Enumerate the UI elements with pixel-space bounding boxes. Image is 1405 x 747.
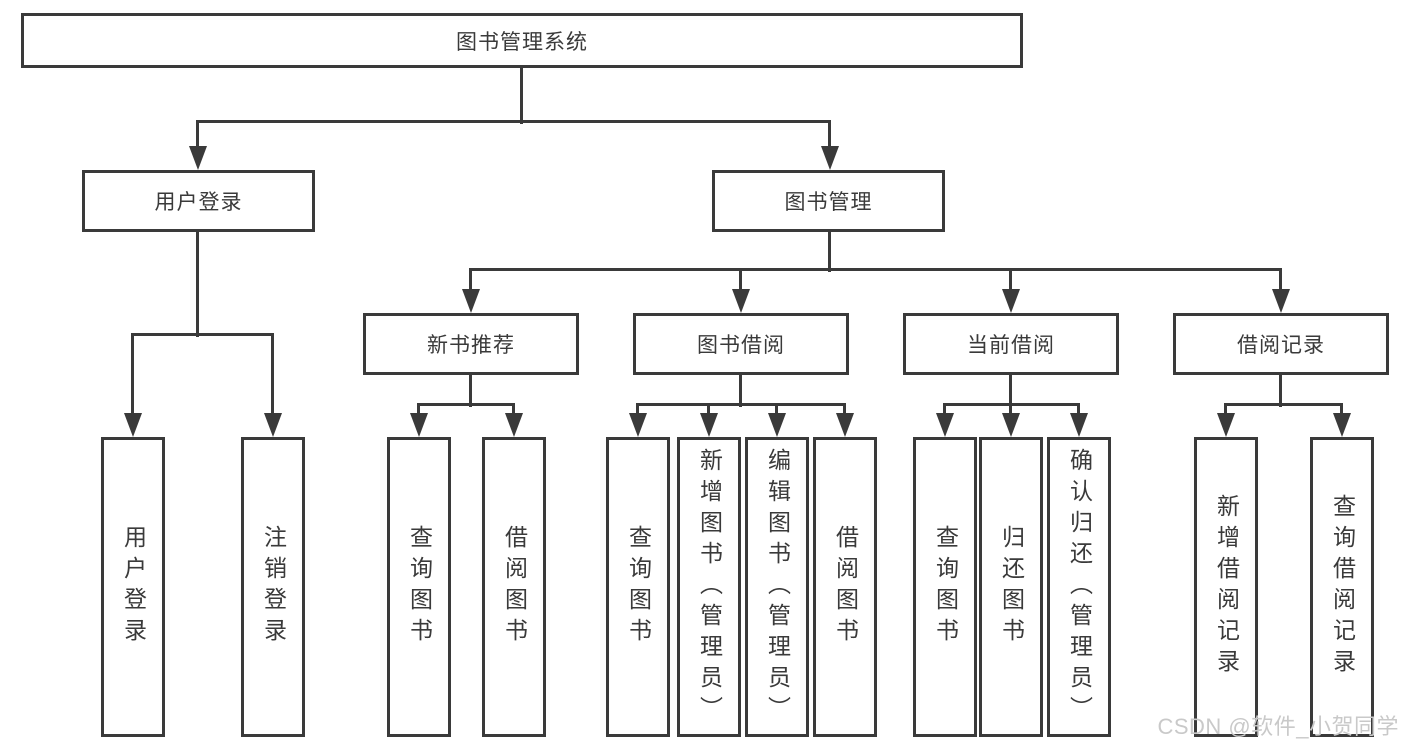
connector-line [131,335,134,420]
connector-line [271,335,274,420]
connector-line [196,120,831,123]
arrow-down-icon [1272,289,1290,313]
node-borrow-books-recommend: 借阅图书 [482,437,546,737]
arrow-down-icon [462,289,480,313]
arrow-down-icon [732,289,750,313]
arrow-down-icon [836,413,854,437]
connector-line [131,333,274,336]
connector-line [636,405,639,420]
node-label: 新增借阅记录 [1213,494,1240,680]
connector-line [636,403,846,406]
arrow-down-icon [629,413,647,437]
connector-line [739,270,742,296]
node-book-management-branch: 图书管理 [712,170,945,232]
connector-line [469,268,1282,271]
arrow-down-icon [189,146,207,170]
node-user-login-leaf: 用户登录 [101,437,165,737]
node-label: 查询图书 [932,525,959,649]
connector-line [1279,270,1282,296]
node-edit-books-admin: 编辑图书（管理员） [745,437,809,737]
node-query-books-current: 查询图书 [913,437,977,737]
connector-line [828,122,831,152]
arrow-down-icon [1070,413,1088,437]
connector-line [1009,405,1012,420]
connector-line [1009,270,1012,296]
arrow-down-icon [1002,289,1020,313]
node-label: 编辑图书（管理员） [764,447,791,727]
node-label: 借阅记录 [1237,334,1325,357]
node-label: 归还图书 [998,525,1025,649]
node-logout: 注销登录 [241,437,305,737]
node-return-books: 归还图书 [979,437,1043,737]
connector-line [417,405,420,420]
arrow-down-icon [1217,413,1235,437]
connector-line [707,405,710,420]
node-user-login-branch: 用户登录 [82,170,315,232]
connector-line [775,405,778,420]
node-label: 确认归还（管理员） [1066,447,1093,727]
connector-line [417,403,515,406]
connector-line [1077,405,1080,420]
arrow-down-icon [410,413,428,437]
arrow-down-icon [936,413,954,437]
node-label: 图书借阅 [697,334,785,357]
connector-line [1340,405,1343,420]
node-label: 当前借阅 [967,334,1055,357]
connector-line [843,405,846,420]
connector-line [943,403,1080,406]
node-label: 查询借阅记录 [1329,494,1356,680]
connector-line [196,232,199,337]
node-label: 借阅图书 [832,525,859,649]
node-new-book-recommend: 新书推荐 [363,313,579,375]
node-label: 查询图书 [625,525,652,649]
connector-line [1224,403,1343,406]
node-library-management-system: 图书管理系统 [21,13,1023,68]
connector-line [469,375,472,407]
node-label: 借阅图书 [501,525,528,649]
csdn-watermark: CSDN @软件_小贺同学 [1157,714,1399,739]
node-label: 查询图书 [406,525,433,649]
arrow-down-icon [1333,413,1351,437]
node-label: 新书推荐 [427,334,515,357]
node-borrow-books-leaf: 借阅图书 [813,437,877,737]
connector-line [1009,375,1012,407]
node-confirm-return-admin: 确认归还（管理员） [1047,437,1111,737]
node-label: 图书管理系统 [456,30,588,54]
node-current-borrowing: 当前借阅 [903,313,1119,375]
arrow-down-icon [700,413,718,437]
node-add-borrow-record: 新增借阅记录 [1194,437,1258,737]
node-label: 用户登录 [120,525,147,649]
connector-line [520,68,523,124]
node-query-books-recommend: 查询图书 [387,437,451,737]
node-borrow-records: 借阅记录 [1173,313,1389,375]
node-label: 注销登录 [260,525,287,649]
connector-line [828,232,831,272]
node-label: 用户登录 [154,191,243,214]
connector-line [512,405,515,420]
node-query-borrow-record: 查询借阅记录 [1310,437,1374,737]
connector-line [469,270,472,296]
arrow-down-icon [505,413,523,437]
arrow-down-icon [1002,413,1020,437]
arrow-down-icon [124,413,142,437]
connector-line [943,405,946,420]
node-query-books-borrowing: 查询图书 [606,437,670,737]
arrow-down-icon [821,146,839,170]
arrow-down-icon [264,413,282,437]
node-label: 新增图书（管理员） [696,447,723,727]
arrow-down-icon [768,413,786,437]
node-add-books-admin: 新增图书（管理员） [677,437,741,737]
node-book-borrowing: 图书借阅 [633,313,849,375]
connector-line [196,122,199,152]
node-label: 图书管理 [784,191,873,214]
connector-line [739,375,742,407]
connector-line [1224,405,1227,420]
connector-line [1279,375,1282,407]
